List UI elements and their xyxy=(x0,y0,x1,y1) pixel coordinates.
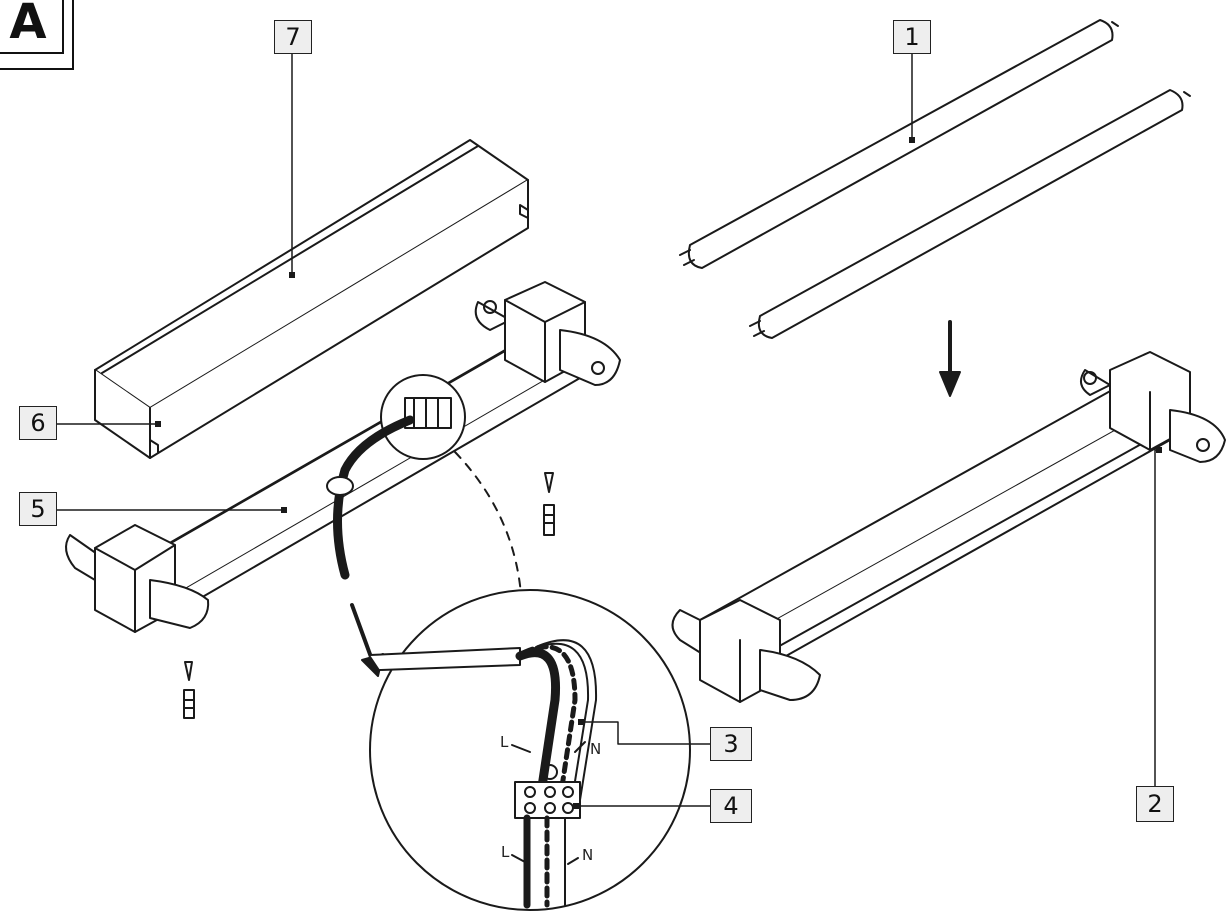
wire-label-live-top: L xyxy=(500,733,509,751)
section-badge: A xyxy=(0,0,74,70)
wire-label-live-bottom: L xyxy=(501,843,510,861)
detail-leader xyxy=(454,451,523,613)
section-letter: A xyxy=(0,0,64,54)
detail-circle-small xyxy=(380,374,466,460)
wire-label-neutral-top: N xyxy=(590,740,602,758)
assembled-fixture-part xyxy=(671,351,1226,703)
wiring-detail-circle xyxy=(369,589,691,911)
callout-5: 5 xyxy=(19,492,57,526)
tubes-part xyxy=(679,19,1191,339)
callout-2: 2 xyxy=(1136,786,1174,822)
leader-dots xyxy=(155,137,1162,809)
cover-part xyxy=(94,139,529,459)
screw-plug-left xyxy=(183,661,195,719)
base-part xyxy=(65,281,621,633)
callout-6: 6 xyxy=(19,406,57,440)
callout-3: 3 xyxy=(710,727,752,761)
callout-7: 7 xyxy=(274,20,312,54)
callout-1: 1 xyxy=(893,20,931,54)
wire-label-neutral-bottom: N xyxy=(582,846,594,864)
screw-plug-right xyxy=(543,472,555,536)
callout-4: 4 xyxy=(710,789,752,823)
cable xyxy=(333,415,415,580)
